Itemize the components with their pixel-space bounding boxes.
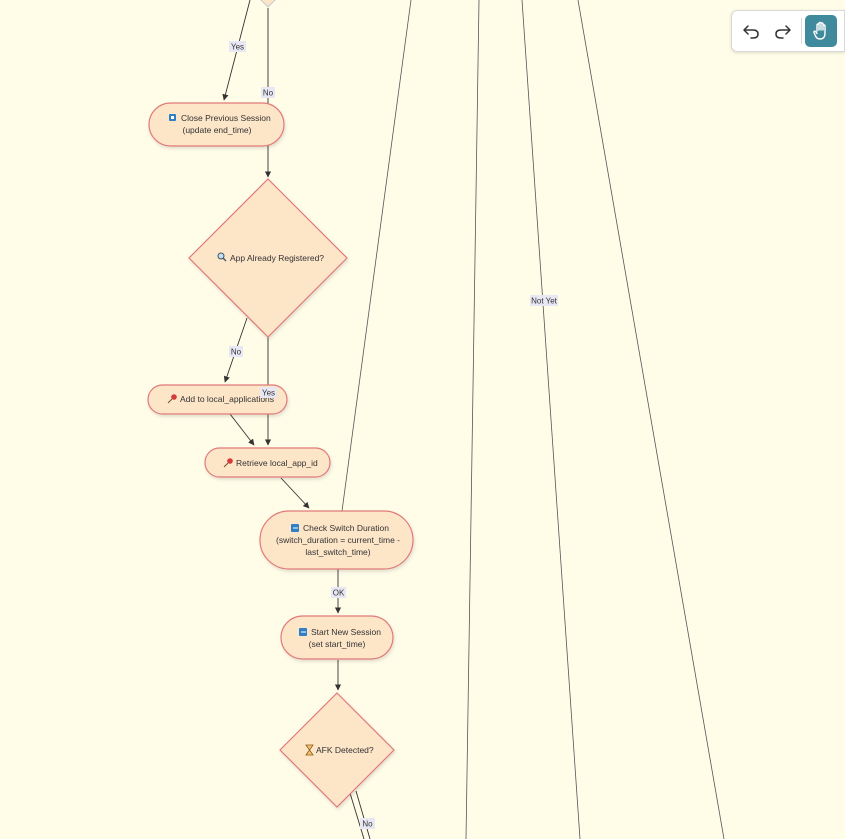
edge-line [341, 0, 412, 512]
edge-label-not-yet: Not Yet [530, 295, 558, 306]
edge-line [521, 0, 581, 839]
svg-text:Not Yet: Not Yet [531, 297, 558, 306]
pushpin-icon [167, 394, 177, 404]
node-app-already-registered[interactable] [188, 178, 348, 338]
node-add-to-local-applications[interactable] [147, 384, 288, 415]
new-icon [299, 628, 307, 636]
node-start-new-session[interactable] [280, 615, 394, 660]
edge-label-no-afk: No [360, 818, 375, 829]
node-label: Retrieve local_app_id [236, 458, 318, 468]
pan-tool-button[interactable] [805, 15, 837, 47]
node-sublabel: (switch_duration = current_time - [276, 535, 400, 545]
node-sublabel: (set start_time) [309, 639, 366, 649]
edge-label-ok: OK [331, 587, 346, 598]
node-retrieve-local-app-id[interactable] [204, 447, 331, 478]
node-close-previous-session-label: Close Previous Session (update end_time) [169, 113, 271, 135]
redo-icon [775, 25, 791, 39]
edge-add-to-retrieve [229, 413, 255, 446]
background-edges [341, 0, 725, 839]
node-sublabel: last_switch_time) [305, 547, 370, 557]
node-retrieve-local-app-id-label: Retrieve local_app_id [223, 458, 318, 468]
top-diamond-stub [260, 0, 276, 8]
node-label: Close Previous Session [181, 113, 271, 123]
svg-text:No: No [231, 348, 242, 357]
node-afk-detected-label: AFK Detected? [305, 744, 374, 756]
svg-text:Yes: Yes [262, 389, 275, 398]
node-check-switch-duration-label: Check Switch Duration (switch_duration =… [276, 523, 400, 557]
node-app-already-registered-label: App Already Registered? [217, 252, 324, 263]
stop-square-inner [171, 116, 174, 119]
edge-label-yes-top: Yes [229, 41, 246, 52]
node-label: Add to local_applications [180, 394, 274, 404]
svg-text:No: No [263, 89, 274, 98]
svg-text:OK: OK [333, 589, 345, 598]
edge-retrieve-to-check [280, 477, 310, 509]
toolbar-divider [801, 18, 802, 44]
edge-line [465, 0, 480, 839]
svg-text:No: No [362, 820, 373, 829]
svg-text:Yes: Yes [231, 43, 244, 52]
hourglass-icon [305, 744, 314, 756]
node-sublabel: (update end_time) [183, 125, 252, 135]
edge-afk-down [355, 790, 371, 839]
node-start-new-session-label: Start New Session (set start_time) [299, 627, 381, 649]
node-label: App Already Registered? [230, 253, 324, 263]
node-label: Check Switch Duration [303, 523, 389, 533]
node-label: AFK Detected? [316, 745, 374, 755]
redo-button[interactable] [769, 17, 797, 45]
arrow-icon [291, 524, 299, 532]
edge-no-afk [349, 792, 365, 839]
edge-line [577, 0, 725, 839]
node-add-to-local-applications-label: Add to local_applications [167, 394, 274, 404]
hand-pan-icon [813, 21, 826, 40]
edge-label-yes-registered: Yes [260, 387, 277, 398]
undo-button[interactable] [737, 17, 765, 45]
magnifier-icon [217, 252, 227, 262]
edges [222, 0, 371, 839]
edge-label-no-registered: No [229, 346, 243, 357]
pushpin-icon [223, 458, 233, 468]
node-afk-detected[interactable] [279, 692, 395, 808]
node-label: Start New Session [311, 627, 381, 637]
undo-icon [743, 25, 759, 39]
node-close-previous-session[interactable] [148, 102, 285, 147]
canvas-toolbar [731, 10, 845, 52]
edge-label-no-top: No [261, 87, 275, 98]
